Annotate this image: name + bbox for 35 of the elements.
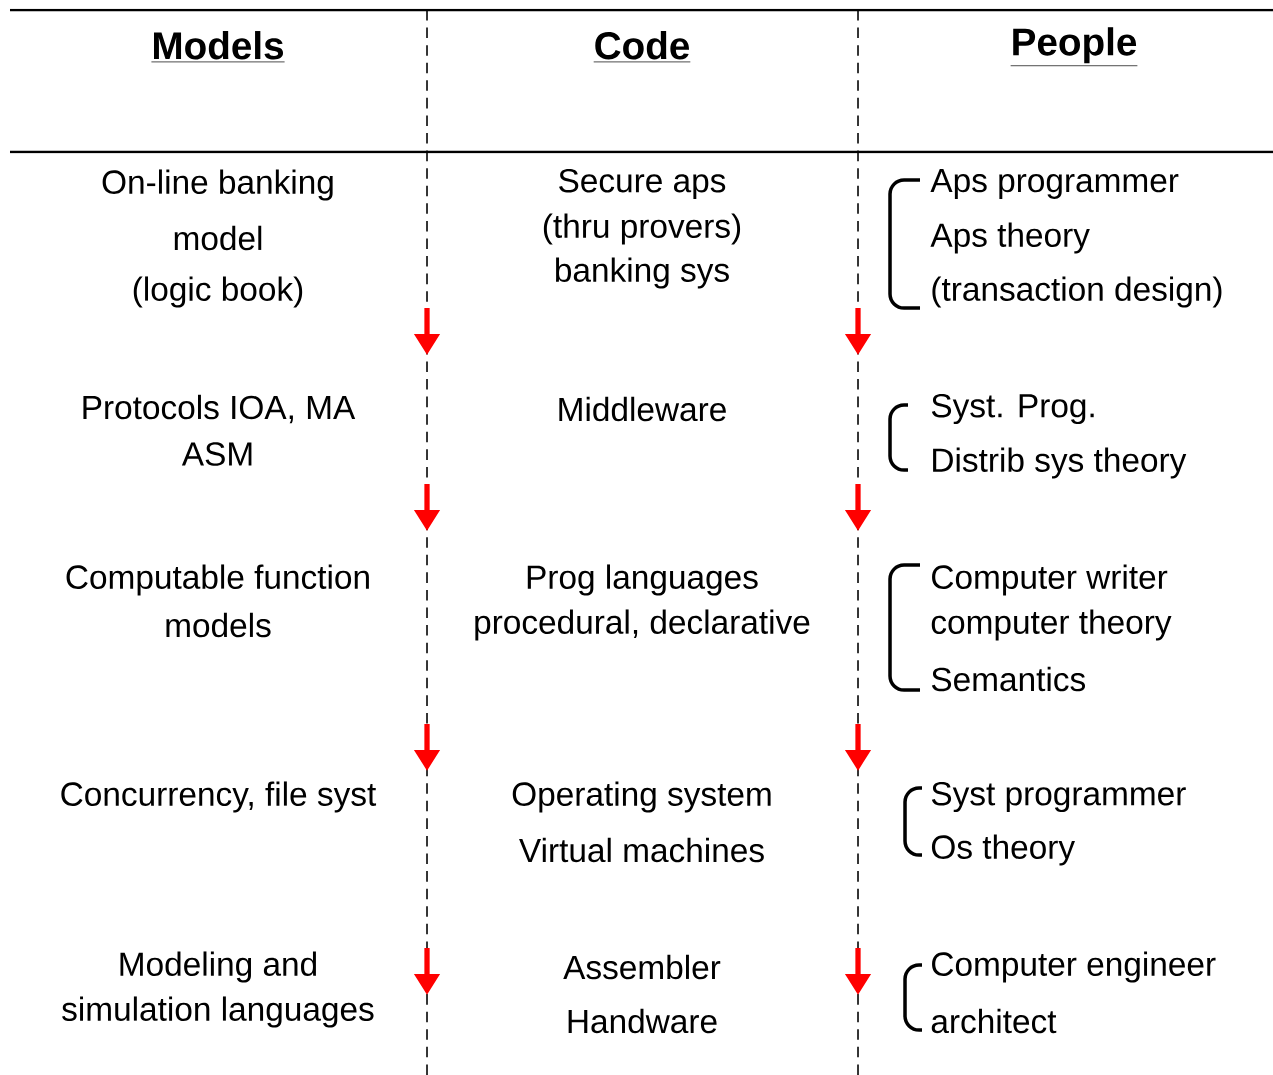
cell-text: Prog languages — [527, 564, 758, 596]
cell-text: Semantics — [931, 666, 1085, 692]
cell-text: Computable function — [66, 564, 369, 596]
cell-text: Aps programmer — [930, 169, 1179, 199]
cell-text: Computer engineer — [932, 951, 1216, 983]
column-heading: Models — [151, 31, 285, 63]
cell-text: Distrib sys theory — [933, 447, 1187, 479]
cell-text: Computer writer — [932, 564, 1168, 596]
column-heading: People — [1010, 27, 1138, 67]
cell-text: ASM — [181, 442, 252, 466]
cell-text: On-line banking — [102, 169, 333, 201]
cell-text: (thru provers) — [543, 213, 741, 245]
cell-text: Syst programmer — [931, 781, 1186, 813]
cell-text: Protocols IOA, MA — [83, 394, 356, 424]
cell-text: computer theory — [931, 609, 1172, 641]
cell-text: architect — [931, 1008, 1057, 1034]
cell-text: Syst. Prog. — [931, 393, 1094, 425]
cell-text: Virtual machines — [519, 837, 764, 863]
cell-text: Concurrency, file syst — [61, 781, 377, 813]
cell-text: Operating system — [512, 781, 771, 813]
cell-text: models — [166, 612, 271, 638]
cell-text: Assembler — [563, 954, 721, 980]
column-heading: Code — [593, 31, 691, 63]
cell-text: model — [174, 225, 262, 251]
cell-text: Secure aps — [559, 168, 726, 200]
cell-text: Os theory — [931, 834, 1075, 866]
cell-text: Modeling and — [120, 951, 316, 983]
cell-text: Handware — [568, 1008, 717, 1034]
cell-text: Aps theory — [930, 222, 1090, 254]
cell-text: simulation languages — [62, 996, 374, 1028]
cell-text: banking sys — [556, 257, 729, 289]
cell-text: (transaction design) — [932, 276, 1222, 308]
cell-text: (logic book) — [133, 276, 303, 308]
cell-text: procedural, declarative — [475, 609, 810, 641]
cell-text: Middleware — [559, 396, 726, 422]
